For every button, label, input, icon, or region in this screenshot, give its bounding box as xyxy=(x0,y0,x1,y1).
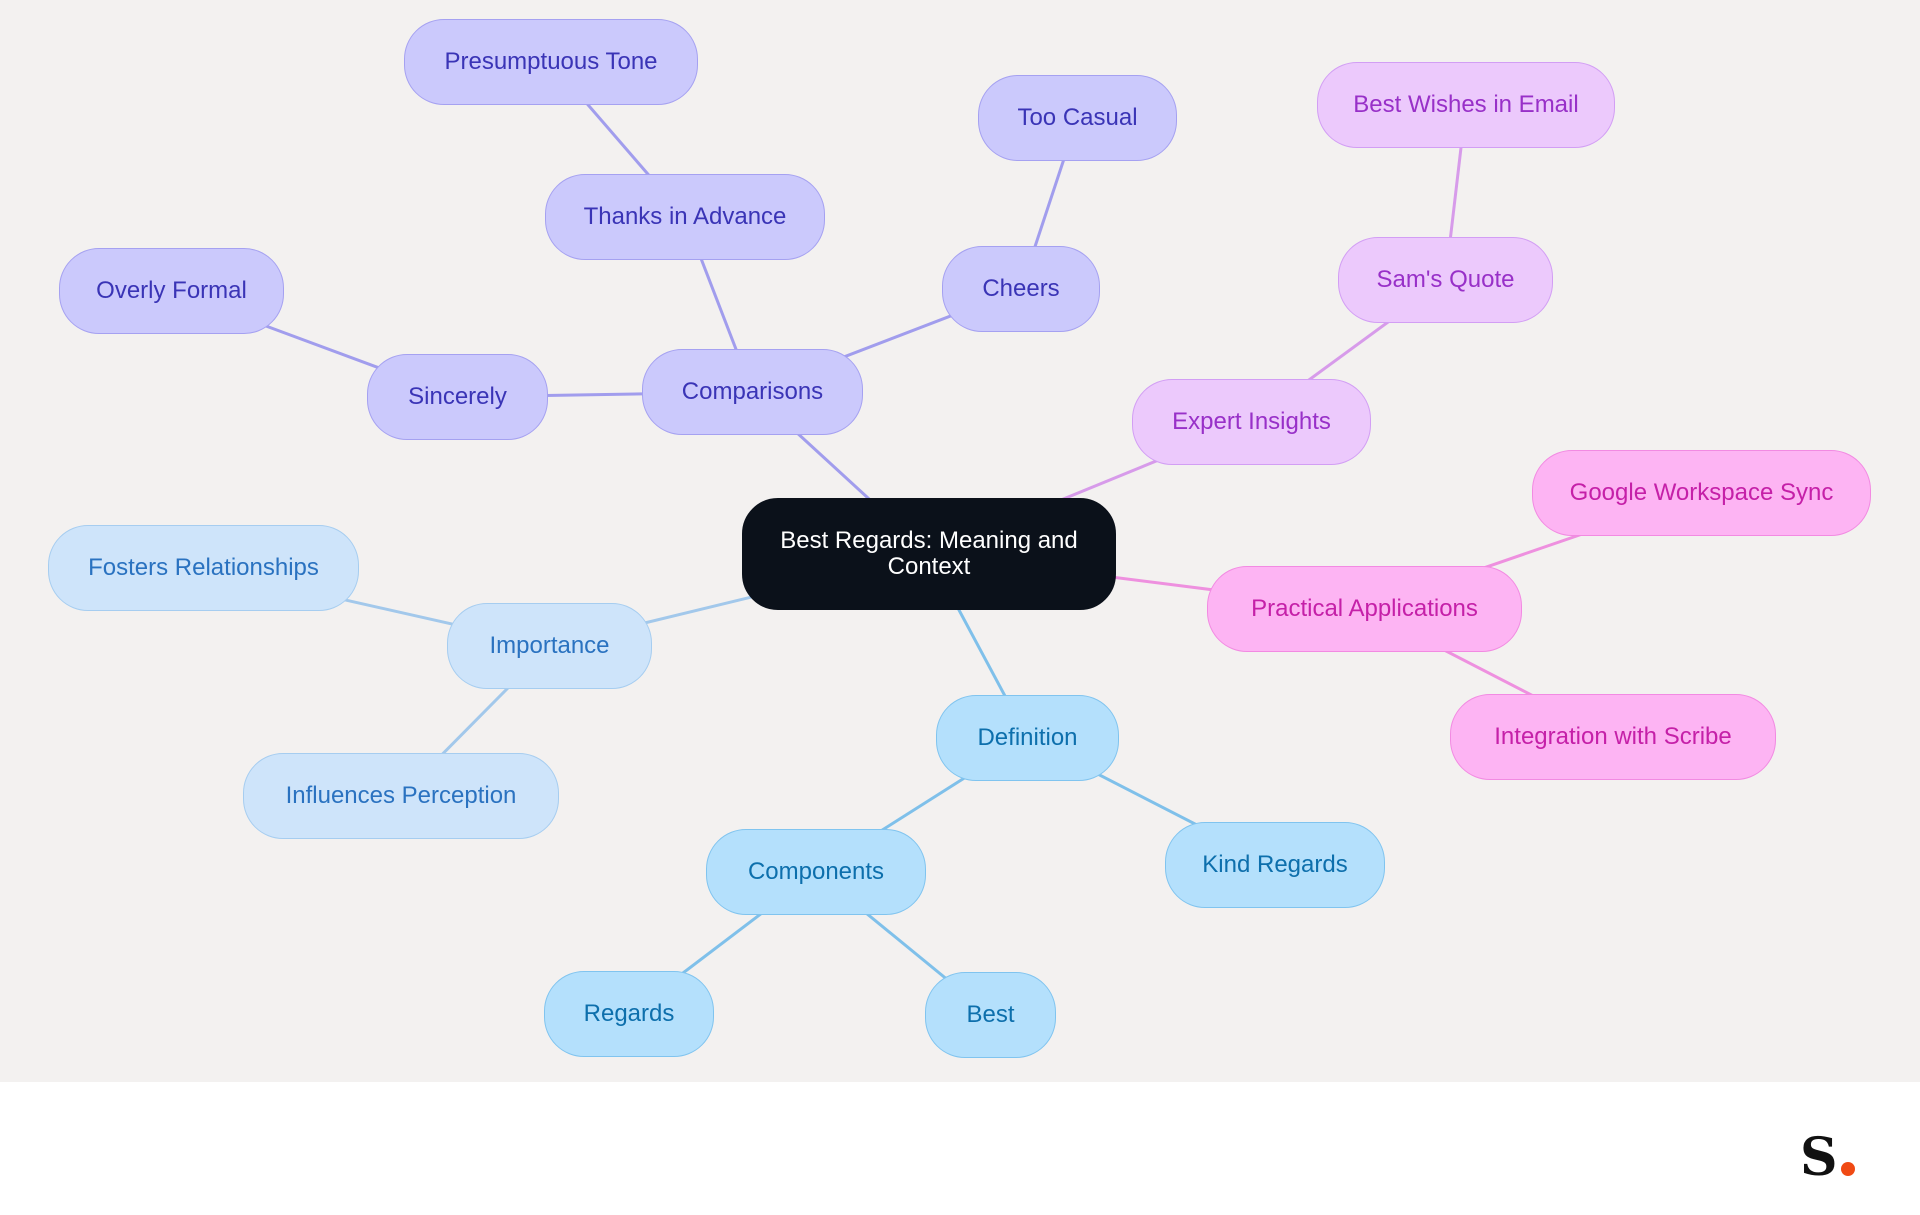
node-label: Importance xyxy=(489,632,610,659)
node-thanks-in-advance[interactable]: Thanks in Advance xyxy=(545,174,825,260)
node-practical-applications[interactable]: Practical Applications xyxy=(1207,566,1522,652)
node-label: Fosters Relationships xyxy=(88,554,319,581)
node-label: Sincerely xyxy=(408,383,507,410)
brand-logo: S xyxy=(1800,1128,1855,1184)
node-label: Components xyxy=(747,858,885,885)
node-label: Kind Regards xyxy=(1202,851,1348,878)
node-label: Best xyxy=(966,1001,1015,1028)
dot-icon xyxy=(1840,1162,1855,1176)
node-regards[interactable]: Regards xyxy=(544,971,714,1057)
node-label: Practical Applications xyxy=(1251,595,1478,622)
node-kind-regards[interactable]: Kind Regards xyxy=(1165,822,1385,908)
node-label: Expert Insights xyxy=(1172,408,1331,435)
node-integration-with-scribe[interactable]: Integration with Scribe xyxy=(1450,694,1776,780)
node-importance[interactable]: Importance xyxy=(447,603,652,689)
node-sams-quote[interactable]: Sam's Quote xyxy=(1338,237,1553,323)
node-fosters-relationships[interactable]: Fosters Relationships xyxy=(48,525,359,611)
node-label: Best Wishes in Email xyxy=(1353,91,1579,118)
mindmap-canvas: Best Regards: Meaning and Context Compari… xyxy=(0,0,1920,1082)
node-label: Too Casual xyxy=(1017,104,1138,131)
node-label: Definition xyxy=(977,724,1078,751)
node-cheers[interactable]: Cheers xyxy=(942,246,1100,332)
node-label: Comparisons xyxy=(681,378,824,405)
node-google-workspace-sync[interactable]: Google Workspace Sync xyxy=(1532,450,1871,536)
node-comparisons[interactable]: Comparisons xyxy=(642,349,863,435)
node-label: Regards xyxy=(583,1000,675,1027)
node-label: Influences Perception xyxy=(285,782,517,809)
node-sincerely[interactable]: Sincerely xyxy=(367,354,548,440)
node-label: Presumptuous Tone xyxy=(444,48,658,75)
node-influences-perception[interactable]: Influences Perception xyxy=(243,753,559,839)
node-overly-formal[interactable]: Overly Formal xyxy=(59,248,284,334)
node-expert-insights[interactable]: Expert Insights xyxy=(1132,379,1371,465)
node-best[interactable]: Best xyxy=(925,972,1056,1058)
node-label: Overly Formal xyxy=(96,277,247,304)
node-label: Cheers xyxy=(982,275,1060,302)
node-components[interactable]: Components xyxy=(706,829,926,915)
node-presumptuous-tone[interactable]: Presumptuous Tone xyxy=(404,19,698,105)
node-label: Best Regards: Meaning and Context xyxy=(780,527,1078,580)
node-definition[interactable]: Definition xyxy=(936,695,1119,781)
node-label: Integration with Scribe xyxy=(1494,723,1732,750)
node-label: Sam's Quote xyxy=(1376,266,1515,293)
node-best-wishes-in-email[interactable]: Best Wishes in Email xyxy=(1317,62,1615,148)
node-too-casual[interactable]: Too Casual xyxy=(978,75,1177,161)
node-label: Thanks in Advance xyxy=(583,203,787,230)
node-label: Google Workspace Sync xyxy=(1569,479,1834,506)
node-root[interactable]: Best Regards: Meaning and Context xyxy=(742,498,1116,610)
logo-letter: S xyxy=(1800,1127,1838,1188)
